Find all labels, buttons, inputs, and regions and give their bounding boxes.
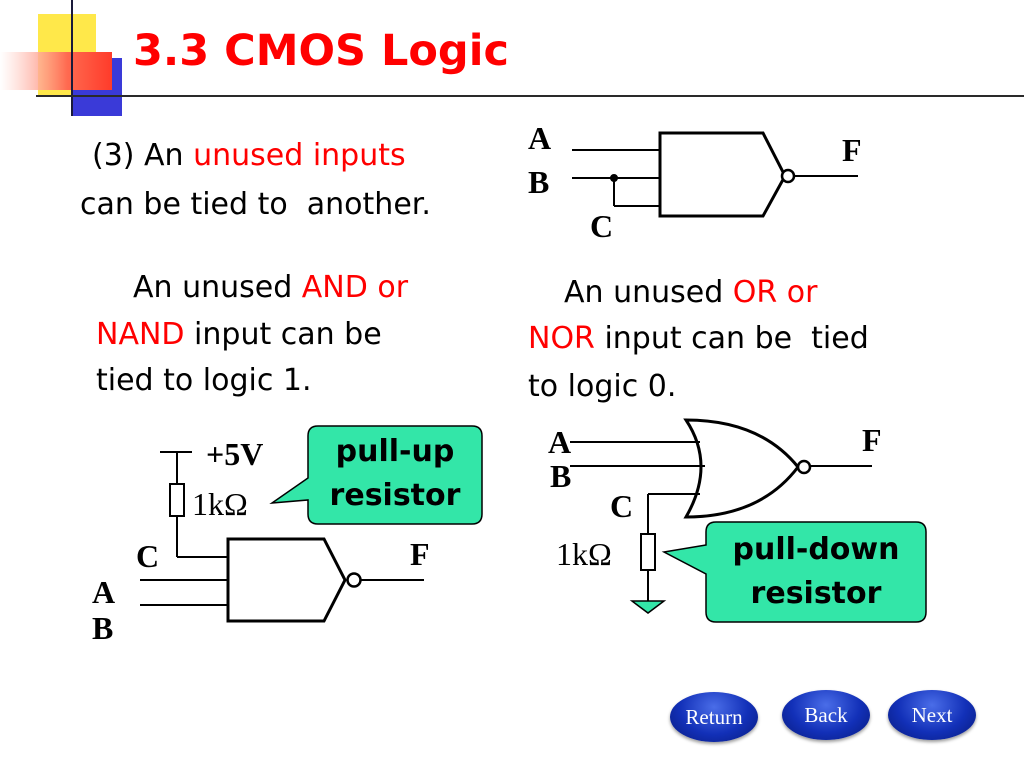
pulldown-callout-text: pull-down resistor (706, 528, 926, 616)
pullup-callout-line1: pull-up (335, 434, 455, 469)
pulldown-label-f: F (862, 422, 882, 458)
or-note-line2: NOR input can be tied (528, 314, 869, 364)
pulldown-label-a: A (548, 424, 572, 460)
next-button[interactable]: Next (888, 690, 976, 740)
pullup-nand-circuit (140, 451, 424, 623)
or-note-line3: to logic 0. (528, 369, 677, 404)
ground-symbol (629, 600, 667, 614)
top-nand-junction (610, 174, 618, 182)
or-note-highlight2: NOR (528, 321, 595, 356)
point3-line2: can be tied to another. (80, 187, 431, 222)
and-note-line1: An unused AND or (133, 263, 408, 313)
pullup-resistor-label: 1kΩ (192, 486, 248, 522)
pulldown-callout-bubble (661, 521, 927, 623)
pullup-callout-line2: resistor (329, 478, 461, 513)
and-note-mid: input can be (184, 317, 382, 352)
and-note-line3: tied to logic 1. (96, 363, 312, 398)
and-note-highlight2: NAND (96, 317, 185, 352)
top-nand-bubble (780, 168, 796, 184)
top-gate-label-f: F (842, 132, 862, 168)
pulldown-resistor-label: 1kΩ (556, 536, 612, 572)
pulldown-nor-circuit (570, 418, 872, 601)
point3-highlight: unused inputs (193, 138, 406, 173)
or-note-highlight1: OR or (732, 275, 818, 310)
deco-red-band (0, 52, 112, 90)
pulldown-label-b: B (550, 458, 572, 494)
vcc-label: +5V (206, 436, 264, 472)
pulldown-callout-line2: resistor (750, 576, 882, 611)
and-note-highlight1: AND or (301, 270, 409, 305)
pullup-label-c: C (136, 538, 160, 574)
pullup-callout-text: pull-up resistor (308, 430, 482, 518)
pullup-label-b: B (92, 610, 114, 646)
pulldown-nor-body (683, 418, 800, 519)
top-gate-label-a: A (528, 120, 552, 156)
pullup-nand-body (226, 537, 347, 623)
or-note-line1: An unused OR or (564, 268, 817, 318)
pullup-callout-bubble (269, 425, 483, 525)
and-note-prefix: An unused (133, 270, 302, 305)
pullup-nand-bubble (346, 572, 362, 588)
and-note-line2: NAND input can be (96, 310, 382, 360)
top-gate-label-b: B (528, 164, 550, 200)
pulldown-label-c: C (610, 488, 634, 524)
pulldown-callout-line1: pull-down (732, 532, 900, 567)
pullup-label-f: F (410, 536, 430, 572)
top-nand-gate (572, 131, 858, 218)
top-nand-body (658, 131, 787, 218)
page-title: 3.3 CMOS Logic (133, 26, 509, 76)
pulldown-resistor (640, 533, 656, 571)
or-note-prefix: An unused (564, 275, 733, 310)
return-button[interactable]: Return (670, 692, 758, 742)
pullup-resistor (169, 483, 185, 517)
back-button[interactable]: Back (782, 690, 870, 740)
or-note-mid: input can be tied (594, 321, 869, 356)
top-gate-label-c: C (590, 208, 614, 244)
pullup-label-a: A (92, 574, 116, 610)
point3-line1: (3) An unused inputs (92, 131, 406, 181)
pulldown-nor-bubble (796, 459, 812, 475)
point3-prefix: (3) An (92, 138, 194, 173)
